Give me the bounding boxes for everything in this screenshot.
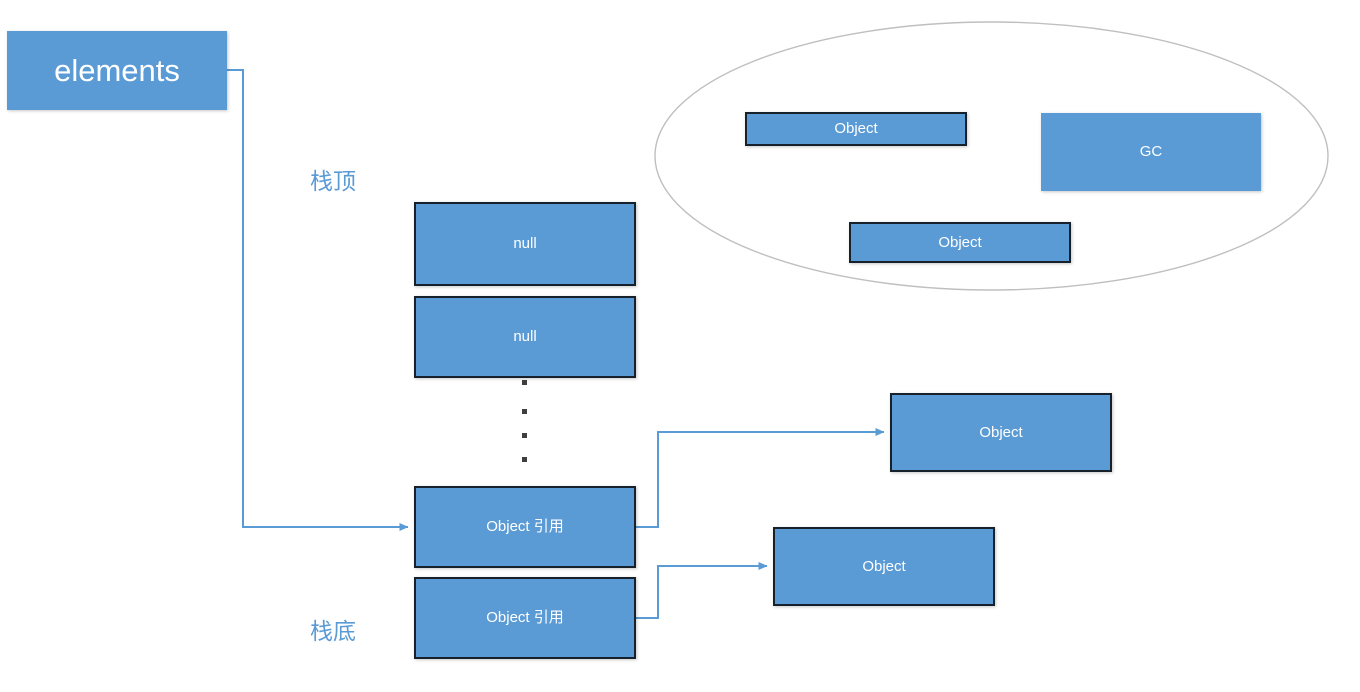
heap-object-2[interactable]: Object — [849, 222, 1071, 263]
stack-slot-null-2[interactable]: null — [414, 296, 636, 378]
stack-slot-label: Object 引用 — [486, 518, 564, 536]
heap-object-label: Object — [834, 120, 878, 138]
stack-top-label-text: 栈顶 — [310, 168, 356, 194]
stack-slot-label: null — [513, 235, 537, 253]
elements-box[interactable]: elements — [7, 31, 227, 110]
gc-box-label: GC — [1139, 143, 1163, 161]
stack-top-label: 栈顶 — [300, 162, 366, 196]
connector-slot3-to-object1 — [636, 428, 885, 528]
stack-slot-label: Object 引用 — [486, 609, 564, 627]
heap-object-1[interactable]: Object — [745, 112, 967, 146]
elements-box-label: elements — [54, 52, 180, 88]
stack-slot-null-1[interactable]: null — [414, 202, 636, 286]
ellipsis-dot — [522, 457, 527, 462]
gc-box[interactable]: GC — [1041, 113, 1261, 191]
referenced-object-label: Object — [862, 557, 906, 575]
referenced-object-2[interactable]: Object — [773, 527, 995, 606]
stack-slot-label: null — [513, 328, 537, 346]
stack-bottom-label-text: 栈底 — [310, 618, 356, 644]
stack-bottom-label: 栈底 — [300, 612, 366, 646]
stack-slot-object-ref-1[interactable]: Object 引用 — [414, 486, 636, 568]
referenced-object-label: Object — [979, 423, 1023, 441]
heap-object-label: Object — [938, 233, 982, 251]
connector-elements-to-stack — [227, 69, 409, 531]
referenced-object-1[interactable]: Object — [890, 393, 1112, 472]
stack-slot-object-ref-2[interactable]: Object 引用 — [414, 577, 636, 659]
ellipsis-dot — [522, 433, 527, 438]
ellipsis-dot — [522, 409, 527, 414]
ellipsis-dot — [522, 380, 527, 385]
connector-slot4-to-object2 — [636, 562, 768, 619]
